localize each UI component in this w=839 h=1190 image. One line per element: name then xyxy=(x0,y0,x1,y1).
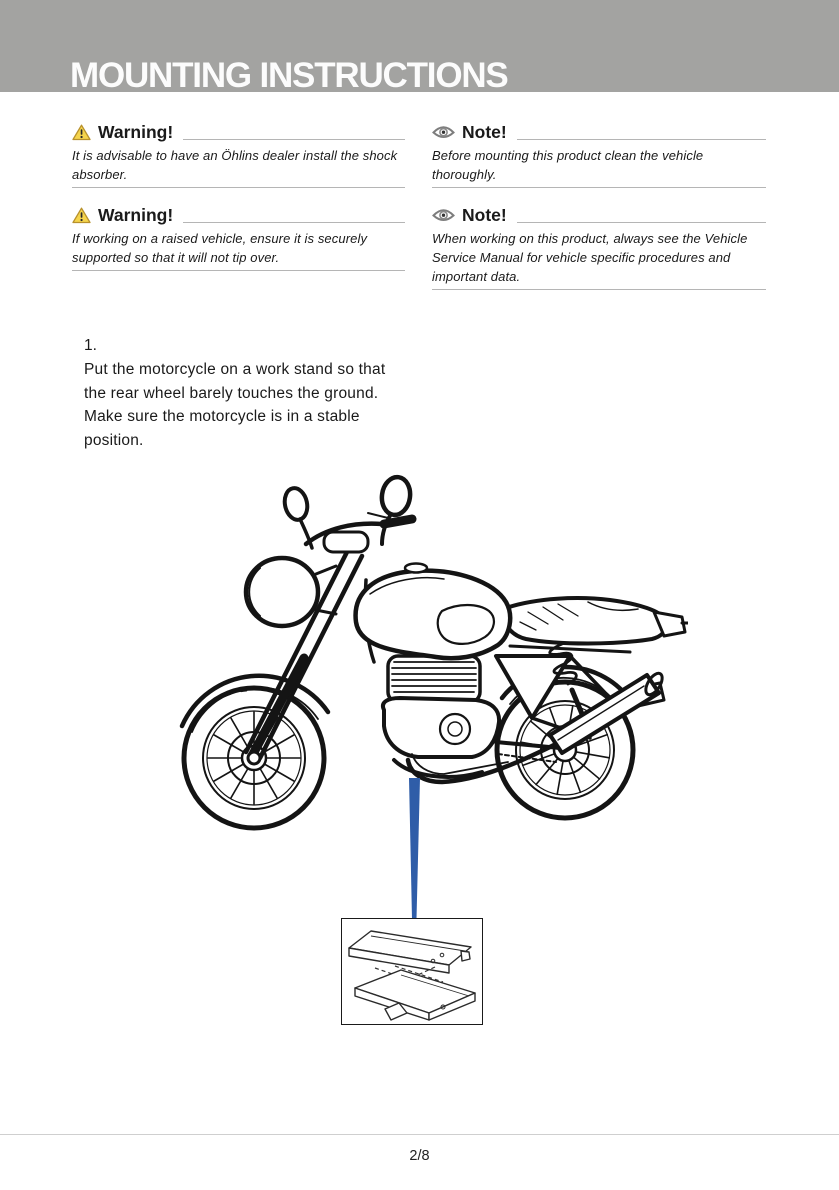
note-body: When working on this product, always see… xyxy=(432,229,766,290)
heading-rule xyxy=(183,222,405,223)
heading-rule xyxy=(516,139,766,140)
note-heading: Note! xyxy=(432,121,766,143)
warning-body: It is advisable to have an Öhlins dealer… xyxy=(72,146,405,188)
warning-triangle-icon xyxy=(72,124,91,141)
warning-block: Warning! It is advisable to have an Öhli… xyxy=(72,121,405,188)
seat xyxy=(502,596,669,646)
warning-title: Warning! xyxy=(98,205,174,225)
note-body: Before mounting this product clean the v… xyxy=(432,146,766,188)
footer-divider xyxy=(0,1134,839,1135)
step-number: 1. xyxy=(84,337,97,354)
note-heading: Note! xyxy=(432,204,766,226)
note-block: Note! Before mounting this product clean… xyxy=(432,121,766,188)
header-band: MOUNTING INSTRUCTIONS xyxy=(0,0,839,95)
note-title: Note! xyxy=(462,122,507,142)
warning-triangle-icon xyxy=(72,207,91,224)
eye-icon xyxy=(432,125,455,140)
note-title: Note! xyxy=(462,205,507,225)
exhaust xyxy=(405,671,664,785)
page-title: MOUNTING INSTRUCTIONS xyxy=(70,56,509,95)
heading-rule xyxy=(516,222,766,223)
warning-heading: Warning! xyxy=(72,121,405,143)
heading-rule xyxy=(183,139,405,140)
work-stand-line-art xyxy=(348,930,476,1021)
work-stand-box xyxy=(341,918,483,1025)
notes-column: Note! Before mounting this product clean… xyxy=(432,121,766,290)
warning-heading: Warning! xyxy=(72,204,405,226)
pointer-line-to-work-stand xyxy=(409,778,420,919)
warning-title: Warning! xyxy=(98,122,174,142)
headlight xyxy=(243,555,338,629)
fuel-tank xyxy=(353,568,513,661)
warning-body: If working on a raised vehicle, ensure i… xyxy=(72,229,405,271)
figure xyxy=(0,440,839,1050)
note-block: Note! When working on this product, alwa… xyxy=(432,204,766,290)
front-wheel xyxy=(181,685,327,831)
warning-block: Warning! If working on a raised vehicle,… xyxy=(72,204,405,271)
warnings-column: Warning! It is advisable to have an Öhli… xyxy=(72,121,405,271)
page-number: 2/8 xyxy=(409,1148,430,1164)
motorcycle-line-art xyxy=(179,474,688,831)
eye-icon xyxy=(432,208,455,223)
mirrors xyxy=(282,474,413,550)
step-text: Put the motorcycle on a work stand so th… xyxy=(84,361,386,449)
step-1: 1. Put the motorcycle on a work stand so… xyxy=(84,334,385,452)
engine xyxy=(381,654,502,779)
